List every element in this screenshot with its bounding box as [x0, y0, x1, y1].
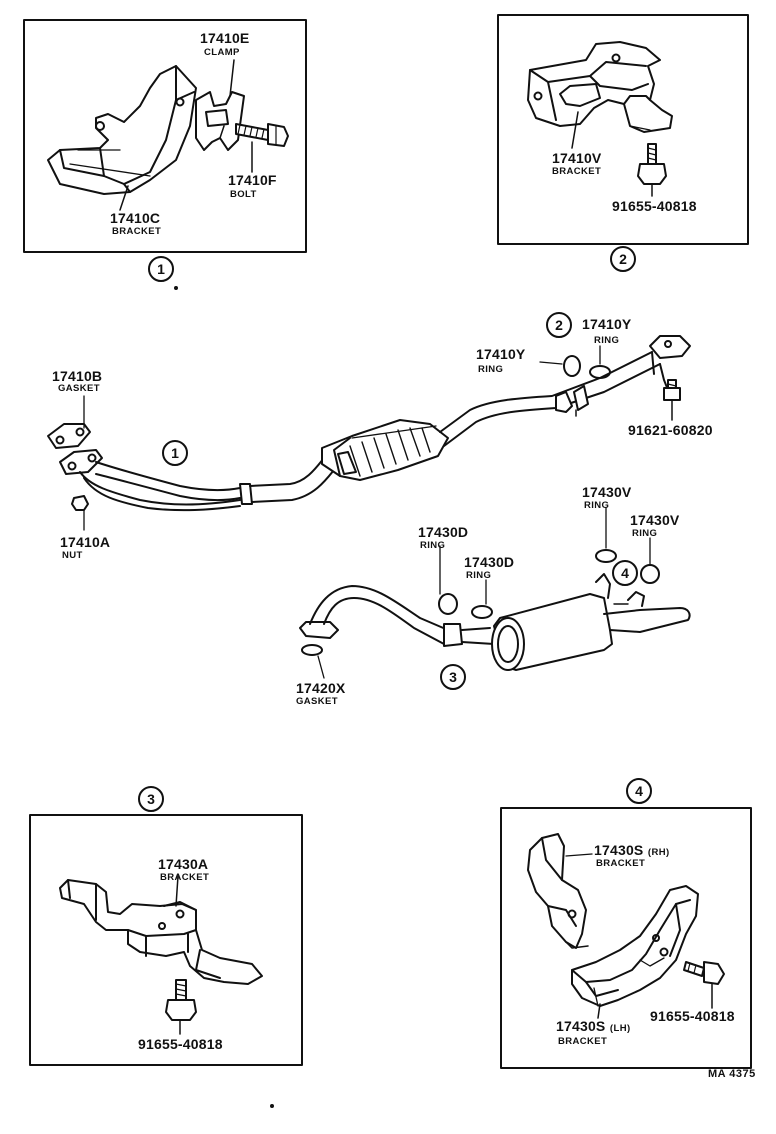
part-desc-gasket: GASKET: [296, 696, 338, 707]
part-number-17410b: 17410B: [52, 368, 103, 384]
callout-circle-3: 3: [138, 786, 164, 812]
ring-17430v-left-drawing: [595, 549, 617, 563]
part-number-91655-40818: 91655-40818: [138, 1036, 223, 1052]
bracket-17410v-drawing: [527, 41, 673, 149]
bolt-91655-40818-p2-drawing: [637, 143, 667, 197]
part-desc-ring: RING: [466, 570, 492, 581]
part-desc-bracket: BRACKET: [112, 226, 162, 237]
part-desc-ring: RING: [594, 335, 620, 346]
part-number-17430d-left: 17430D: [418, 524, 469, 540]
part-number-17430s: 17430S: [594, 842, 644, 858]
bracket-17430s-lh-drawing: [571, 885, 699, 1019]
part-desc-ring: RING: [584, 500, 610, 511]
part-desc-bolt: BOLT: [230, 189, 257, 200]
bolt-91655-40818-p4-drawing: [683, 961, 725, 1009]
clamp-17410e-drawing: [195, 59, 245, 151]
part-number-17430v-left: 17430V: [582, 484, 632, 500]
part-desc-bracket: BRACKET: [596, 858, 646, 869]
panel-1-frame: [23, 19, 307, 253]
part-number-17410c: 17410C: [110, 210, 161, 226]
part-number-17430s: 17430S: [556, 1018, 606, 1034]
front-pipe-drawing: [47, 335, 691, 512]
ring-17430d-left-drawing: [438, 593, 458, 615]
part-desc-bracket: BRACKET: [552, 166, 602, 177]
callout-circle-4: 4: [626, 778, 652, 804]
part-number-17410f: 17410F: [228, 172, 277, 188]
part-desc-clamp: CLAMP: [204, 47, 240, 58]
bolt-91655-40818-p3-drawing: [165, 979, 197, 1035]
part-number-17430d-right: 17430D: [464, 554, 515, 570]
ring-17410y-left-drawing: [563, 355, 581, 377]
callout-circle-4-center: 4: [612, 560, 638, 586]
part-number-17410y-left: 17410Y: [476, 346, 526, 362]
part-number-91621-60820: 91621-60820: [628, 422, 713, 438]
bracket-17430s-rh-drawing: [527, 833, 593, 949]
part-desc-nut: NUT: [62, 550, 83, 561]
callout-circle-1-center: 1: [162, 440, 188, 466]
ring-17430d-right-drawing: [471, 605, 493, 619]
part-number-91655-40818: 91655-40818: [612, 198, 697, 214]
part-side-rh: (RH): [647, 847, 670, 858]
part-label-17430s-rh: 17430S (RH): [594, 842, 670, 860]
part-number-17430a: 17430A: [158, 856, 209, 872]
panel-3-frame: [29, 814, 303, 1066]
figure-reference: MA 4375: [708, 1068, 756, 1080]
panel-4-frame: [500, 807, 752, 1069]
ring-17430v-right-drawing: [640, 564, 660, 584]
ring-17410y-right-drawing: [589, 365, 611, 379]
part-number-17410a: 17410A: [60, 534, 111, 550]
part-side-lh: (LH): [609, 1023, 631, 1034]
part-desc-gasket: GASKET: [58, 383, 100, 394]
part-desc-bracket: BRACKET: [160, 872, 210, 883]
part-desc-ring: RING: [420, 540, 446, 551]
rear-muffler-drawing: [299, 573, 691, 671]
part-number-17410e: 17410E: [200, 30, 250, 46]
bolt-17410f-drawing: [235, 123, 289, 173]
callout-circle-3-center: 3: [440, 664, 466, 690]
part-number-17410v: 17410V: [552, 150, 602, 166]
bracket-17410c-drawing: [47, 65, 197, 195]
callout-circle-2: 2: [610, 246, 636, 272]
part-desc-ring: RING: [632, 528, 658, 539]
part-number-91655-40818: 91655-40818: [650, 1008, 735, 1024]
callout-circle-2-center: 2: [546, 312, 572, 338]
part-desc-ring: RING: [478, 364, 504, 375]
bracket-17430a-drawing: [59, 875, 263, 985]
panel-2-frame: [497, 14, 749, 245]
part-label-17430s-lh: 17430S (LH): [556, 1018, 631, 1036]
part-desc-bracket: BRACKET: [558, 1036, 608, 1047]
part-number-17420x: 17420X: [296, 680, 346, 696]
nut-17410a-drawing: [71, 495, 89, 531]
part-number-17410y-right: 17410Y: [582, 316, 632, 332]
callout-circle-1: 1: [148, 256, 174, 282]
part-number-17430v-right: 17430V: [630, 512, 680, 528]
